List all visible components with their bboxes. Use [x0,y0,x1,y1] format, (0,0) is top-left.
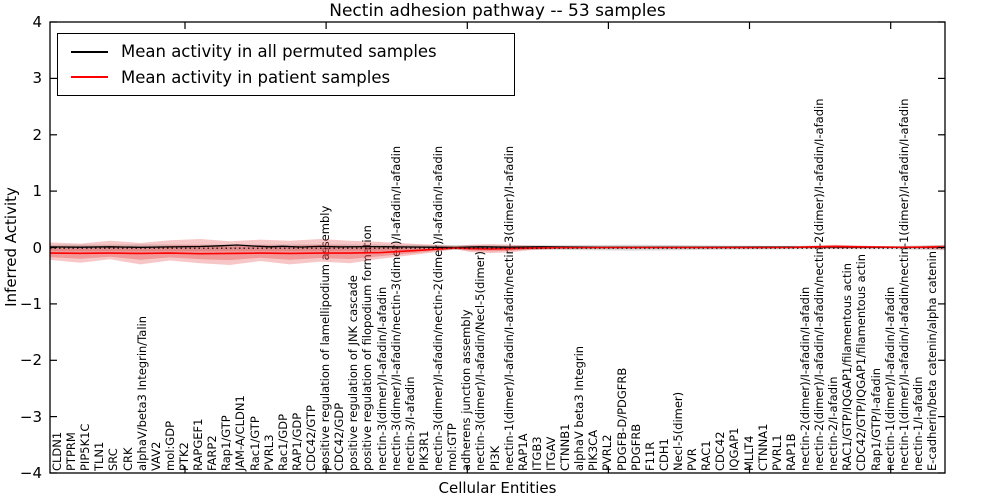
x-tick-label-text: positive regulation of lamellipodium ass… [318,205,333,471]
legend: Mean activity in all permuted samples Me… [57,33,515,96]
x-tick-label-text: Rac1/GTP [247,416,262,471]
x-tick-label-text: Rap1/GTP [219,415,234,471]
x-tick-label-text: nectin-1(dimer)/I-afadin/I-afadin/nectin… [896,98,911,471]
y-tick-label: 2 [32,125,42,144]
x-tick-label-text: PVR [685,448,700,471]
x-tick-label-text: CDH1 [656,438,671,471]
x-axis-label: Cellular Entities [438,479,557,497]
x-tick-label-text: RAPGEF1 [191,418,206,471]
legend-line-red [71,76,108,79]
x-tick-label-text: IQGAP1 [727,427,742,471]
x-tick-label-text: PI3K [487,445,502,471]
x-tick-label-text: F11R [642,441,657,471]
x-tick-label-text: RAP1B [783,433,798,471]
x-tick-label-text: nectin-1(dimer)/I-afadin/I-afadin/nectin… [501,145,516,471]
legend-line-black [71,50,108,53]
x-tick-label-text: PTK2 [177,442,192,471]
x-tick-label-text: nectin-2/I-afadin [826,376,841,472]
x-tick-label-text: nectin-1(dimer)/I-afadin/I-afadin [882,286,897,471]
legend-entry-patient: Mean activity in patient samples [71,68,514,87]
x-tick-label-text: CDC42/GDP [332,402,347,471]
x-tick-label-text: ITGB3 [529,436,544,471]
x-tick-label-text: positive regulation of JNK cascade [346,275,361,471]
permuted-std-band [50,244,945,252]
series-Mean-activity-in-patient-samples [49,245,946,255]
x-tick-label-text: nectin-3/I-afadin [402,376,417,472]
x-tick-label-text: RAC1/GTP/IQGAP1/filamentous actin [840,263,855,471]
x-tick-label-text: nectin-3(dimer)/I-afadin/nectin-3(dimer)… [388,145,403,471]
x-tick-label-text: RAC1 [699,440,714,471]
x-tick-label-text: nectin-1/I-afadin [910,376,925,472]
x-tick-label-text: E-cadherin/beta catenin/alpha catenin [925,251,939,471]
x-tick-label-text: nectin-3(dimer)/I-afadin/I-afadin [374,286,389,471]
x-tick-label-text: PDGFB-D/PDGFRB [614,367,629,471]
x-tick-label-text: FARP2 [205,435,220,471]
x-tick-label-text: PVRL2 [600,434,615,471]
y-tick-label: 4 [32,13,42,31]
x-tick-label-text: SRC [106,448,121,471]
x-tick-label-text: nectin-2(dimer)/I-afadin/I-afadin/nectin… [812,98,827,471]
patient-band-inner [50,245,945,261]
x-tick-label-text: CDC42/GTP/IQGAP1/filamentous actin [854,253,869,471]
legend-entry-permuted: Mean activity in all permuted samples [71,42,514,61]
x-tick-label-text: CLDN1 [50,431,64,471]
x-tick-label-text: TLN1 [92,441,107,471]
x-tick-label-text: RAP1A [515,433,530,471]
y-axis-label: Inferred Activity [2,187,20,307]
y-tick-label: −2 [19,351,42,370]
x-tick-label-text: RAP1/GDP [289,412,304,471]
x-tick-label-text: JAM-A/CLDN1 [233,395,248,471]
x-tick-label-text: PVRL1 [769,434,784,471]
x-tick-label-text: VAV2 [148,441,163,471]
legend-label-permuted: Mean activity in all permuted samples [121,42,437,62]
y-tick-label: −3 [19,407,42,426]
x-tick-label-text: MLLT4 [741,435,756,472]
x-tick-label-text: adherens junction assembly [459,309,474,471]
x-tick-label-text: mol:GTP [445,423,460,471]
x-tick-label-text: ITGAV [543,436,558,471]
x-tick-label-text: alphaV beta3 Integrin [572,345,587,471]
x-tick-label-text: CDC42 [713,431,728,471]
x-tick-label-text: CTNNB1 [558,423,573,471]
x-tick-label-text: CTNNA1 [755,423,770,471]
x-tick-label-text: nectin-3(dimer)/I-afadin/nectin-2(dimer)… [431,145,446,471]
x-tick-label-text: nectin-3(dimer)/I-afadin/Necl-5(dimer) [473,251,488,471]
x-tick-label-text: PIP5K1C [78,423,93,471]
x-tick-label-text: PIK3R1 [416,430,431,472]
x-tick-label-text: positive regulation of filopodium format… [360,225,375,471]
x-tick-label-text: alphaV/beta3 Integrin/Talin [134,315,149,471]
x-tick-label-text: Necl-5(dimer) [670,391,685,471]
x-tick-label-text: PVRL3 [261,434,276,471]
y-tick-label: −4 [19,464,42,482]
x-tick-label-text: Rac1/GDP [275,413,290,471]
y-tick-label: 0 [32,238,42,257]
x-tick-label-text: Rap1/GTP/I-afadin [868,367,883,471]
x-tick-label-text: PIK3CA [586,429,601,471]
y-tick-label: −1 [19,294,42,313]
x-tick-label-text: nectin-2(dimer)/I-afadin/I-afadin [797,286,812,471]
x-tick-label-text: mol:GDP [162,420,177,471]
patient-band-outer [50,239,945,265]
y-tick-label: 1 [32,182,42,201]
x-tick-label-text: PDGFRB [628,423,643,471]
x-tick-label-text: CRK [120,447,135,471]
chart-title: Nectin adhesion pathway -- 53 samples [329,1,666,21]
x-tick-label-text: CDC42/GTP [304,405,319,471]
legend-label-patient: Mean activity in patient samples [121,67,391,87]
y-tick-label: 3 [32,69,42,88]
series-Mean-activity-in-all-permuted-samples [49,244,945,249]
x-tick-label-text: PTPRM [64,432,79,471]
